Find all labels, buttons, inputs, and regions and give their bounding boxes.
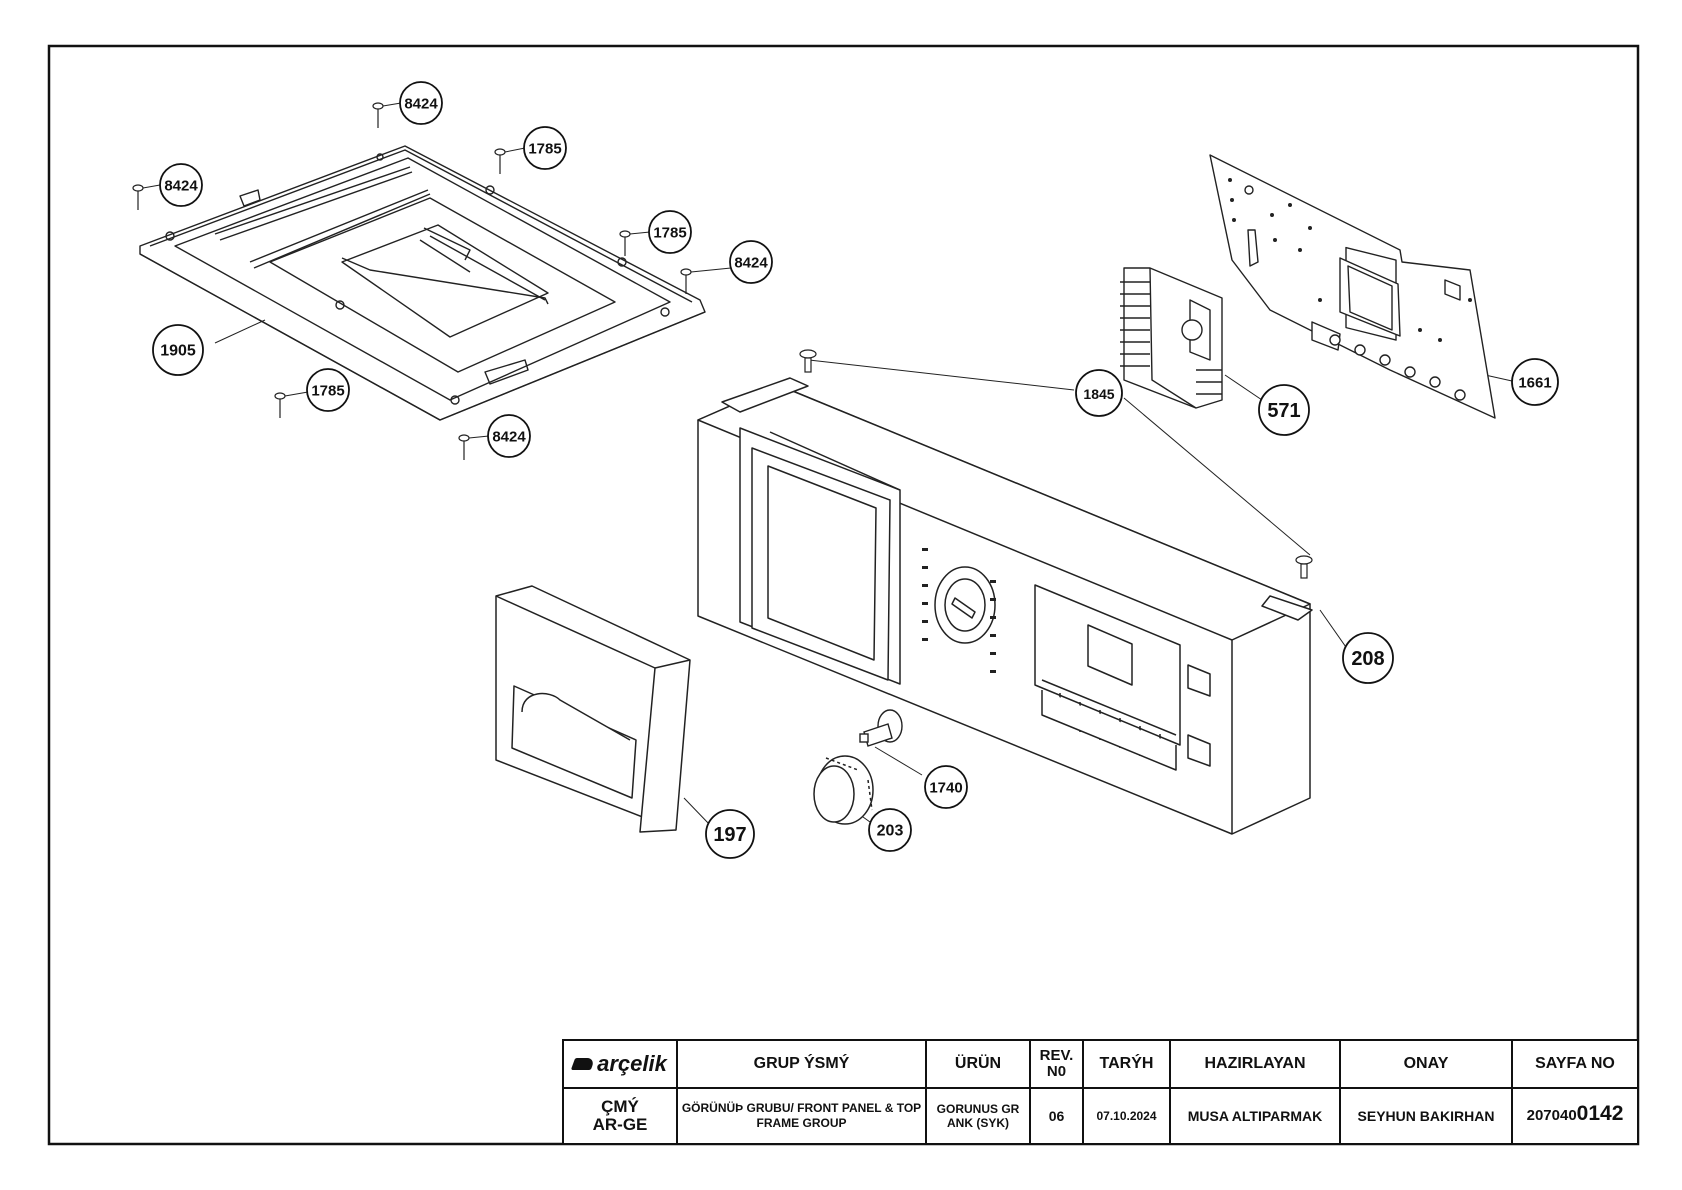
- callout-screw-bottom-b: 8424: [487, 414, 531, 458]
- page-number-prefix: 207040: [1526, 1107, 1577, 1124]
- knob-shaft-part: [859, 709, 903, 747]
- prepared-by-value: MUSA ALTIPARMAK: [1187, 1108, 1323, 1124]
- svg-text:203: 203: [877, 823, 904, 840]
- svg-text:1905: 1905: [160, 343, 196, 360]
- brand-mark-icon: [570, 1058, 596, 1070]
- date-header: TARÝH: [1099, 1055, 1154, 1072]
- product-value: GORUNUS GR ANK (SYK): [936, 1102, 1020, 1130]
- title-block-grid: [562, 1039, 1639, 1145]
- svg-text:1740: 1740: [929, 780, 962, 797]
- callout-screw-left: 8424: [159, 163, 203, 207]
- callout-screw-right-a: 1785: [648, 210, 692, 254]
- svg-text:197: 197: [713, 824, 746, 846]
- callout-screw-top-b: 1785: [523, 126, 567, 170]
- group-name-header: GRUP ÝSMÝ: [753, 1055, 850, 1072]
- callout-top-frame: 1905: [152, 324, 204, 376]
- drawer-handle-part: [495, 585, 691, 833]
- screw-icons-top-frame: [132, 102, 692, 460]
- callout-knob-holder: 571: [1258, 384, 1310, 436]
- board-dots: [1228, 178, 1472, 342]
- callout-board: 1661: [1511, 358, 1559, 406]
- leader-lines: [142, 102, 1513, 826]
- svg-text:8424: 8424: [164, 178, 198, 195]
- svg-text:1785: 1785: [528, 141, 561, 158]
- dept-value: ÇMÝ AR-GE: [592, 1097, 648, 1134]
- page-header: SAYFA NO: [1535, 1055, 1615, 1072]
- svg-text:208: 208: [1351, 648, 1384, 670]
- rev-header: REV. N0: [1039, 1047, 1074, 1080]
- approved-by-value: SEYHUN BAKIRHAN: [1357, 1108, 1495, 1124]
- brand-name: arçelik: [597, 1051, 667, 1076]
- approval-header: ONAY: [1403, 1055, 1449, 1072]
- svg-text:1785: 1785: [311, 383, 344, 400]
- callout-knob: 203: [868, 808, 912, 852]
- date-value: 07.10.2024: [1096, 1108, 1157, 1123]
- callout-knob-shaft: 1740: [924, 765, 968, 809]
- front-panel-part: [697, 377, 1313, 835]
- knob-part: [813, 755, 874, 825]
- prepared-header: HAZIRLAYAN: [1204, 1055, 1306, 1072]
- brand-logo: arçelik: [563, 1040, 677, 1088]
- svg-text:1785: 1785: [653, 225, 686, 242]
- svg-text:8424: 8424: [734, 255, 768, 272]
- callout-panel-screw: 1845: [1075, 369, 1123, 417]
- product-header: ÜRÜN: [954, 1055, 1002, 1072]
- svg-text:8424: 8424: [404, 96, 438, 113]
- panel-screw-icons: [799, 349, 1313, 579]
- svg-text:1845: 1845: [1083, 386, 1114, 402]
- callout-screw-bottom-a: 1785: [306, 368, 350, 412]
- knob-holder-part: [1120, 267, 1223, 409]
- callout-screw-top-a: 8424: [399, 81, 443, 125]
- page-number-suffix: 0142: [1576, 1102, 1624, 1125]
- top-frame-part: [139, 145, 706, 421]
- panel-indicator-dots: [922, 548, 996, 673]
- svg-text:571: 571: [1267, 400, 1300, 422]
- callout-front-panel: 208: [1342, 632, 1394, 684]
- callout-drawer-handle: 197: [705, 809, 755, 859]
- control-board-part: [1209, 154, 1496, 419]
- group-name-value: GÖRÜNÜÞ GRUBU/ FRONT PANEL & TOP FRAME G…: [681, 1101, 922, 1130]
- callout-screw-right-b: 8424: [729, 240, 773, 284]
- svg-text:8424: 8424: [492, 429, 526, 446]
- svg-text:1661: 1661: [1518, 375, 1551, 392]
- rev-value: 06: [1048, 1108, 1065, 1124]
